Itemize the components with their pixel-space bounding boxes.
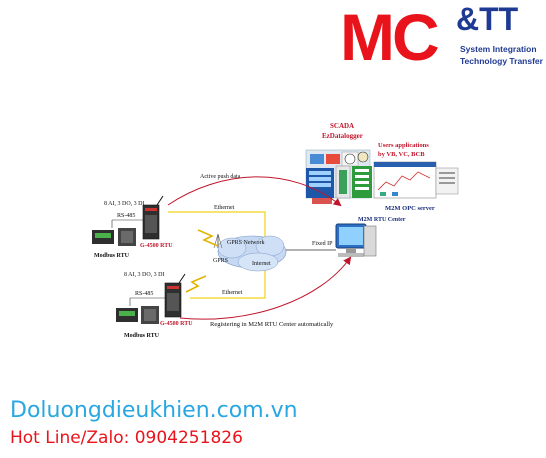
website-link[interactable]: Doluongdieukhien.com.vn [10, 398, 298, 423]
users-apps-label-1: Users applications [378, 142, 429, 149]
g4500-top-label: G-4500 RTU [140, 243, 173, 249]
modbus-top-label: Modbus RTU [94, 253, 130, 259]
g4500-bottom-label: G-4500 RTU [160, 321, 193, 327]
cloud-icon [217, 235, 287, 272]
io-bottom-label: 8 AI, 3 DO, 3 DI [124, 272, 165, 278]
gprs-network-label: GPRS Network [227, 240, 265, 246]
wireless-bolt-top-icon [197, 229, 219, 247]
io-top-label: 8 AI, 3 DO, 3 DI [104, 201, 145, 207]
internet-label: Internet [252, 261, 271, 267]
logo-mc: MC [340, 0, 440, 74]
scada-screens-image [305, 149, 459, 204]
active-push-label: Active push data [200, 174, 241, 180]
logo-tagline-2: Technology Transfer [460, 56, 543, 66]
rs485-top-label: RS-485 [117, 213, 135, 219]
m2m-rtu-center-label: M2M RTU Center [358, 217, 406, 223]
fixed-ip-label: Fixed IP [312, 241, 333, 247]
ethernet-top-label: Ethernet [214, 205, 235, 211]
registering-label: Registering in M2M RTU Center automatica… [210, 321, 334, 328]
logo-tagline-1: System Integration [460, 44, 537, 54]
users-apps-label-2: by VB, VC, BCB [378, 151, 425, 158]
modbus-bottom-devices-icon [116, 306, 159, 324]
hotline-text: Hot Line/Zalo: 0904251826 [10, 428, 243, 448]
registering-arrow [179, 256, 352, 320]
modbus-top-devices-icon [92, 228, 136, 246]
g4500-rtu-top-icon [142, 195, 164, 240]
logo-amp-tt: &TT [456, 1, 519, 37]
ethernet-bottom-label: Ethernet [222, 290, 243, 296]
rs485-bottom-label: RS-485 [135, 291, 153, 297]
m2m-opc-label: M2M OPC server [385, 205, 435, 212]
g4500-rtu-bottom-icon [164, 273, 186, 318]
modbus-bottom-label: Modbus RTU [124, 333, 160, 339]
computer-icon [335, 223, 377, 257]
wireless-bolt-bottom-icon [185, 275, 207, 293]
ezdatalogger-label: EzDatalogger [322, 132, 363, 140]
scada-label: SCADA [330, 122, 354, 130]
gprs-label: GPRS [213, 258, 228, 264]
active-push-arrow [167, 176, 342, 207]
company-logo: MC &TT System Integration Technology Tra… [340, 0, 546, 78]
